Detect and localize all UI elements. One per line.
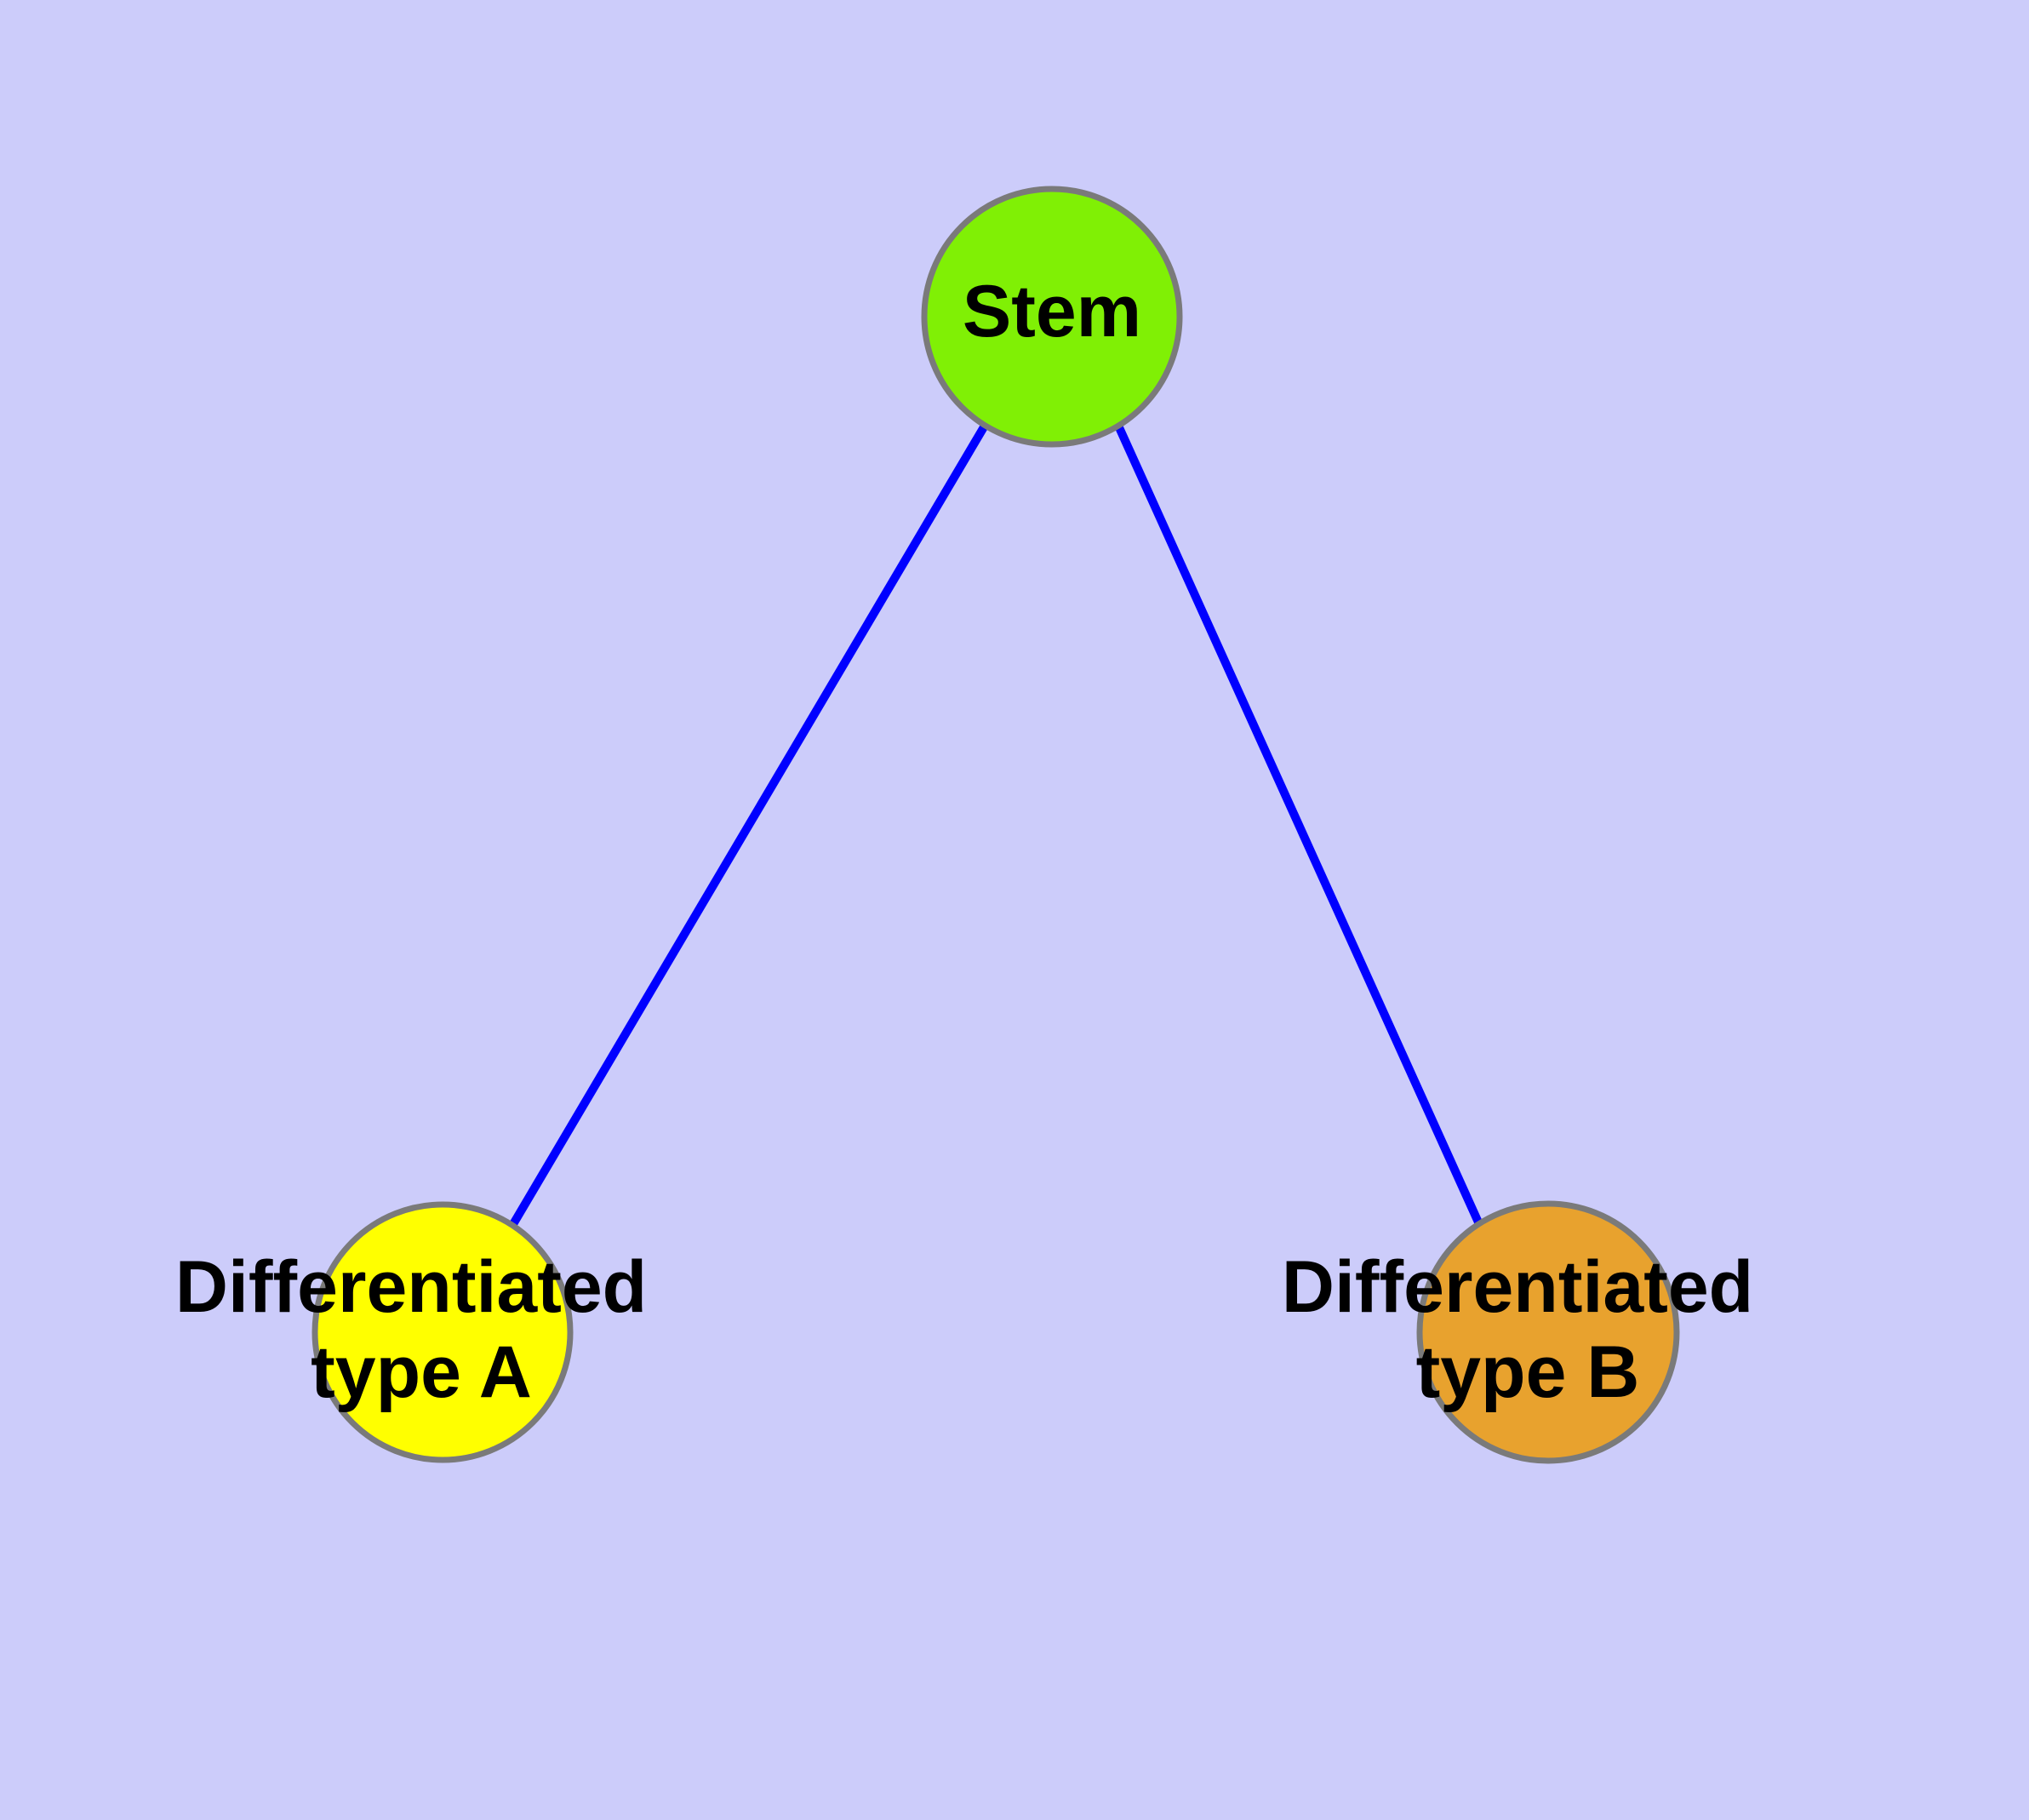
node-label-group: Stem Differentiated type A Differentiate… <box>175 271 1774 1413</box>
node-differentiated-type-b-label: Differentiated type B <box>1282 1246 1774 1413</box>
node-stem-label: Stem <box>963 271 1141 352</box>
node-differentiated-type-a-label-line-1: Differentiated <box>175 1246 647 1328</box>
node-differentiated-type-b-label-line-1: Differentiated <box>1282 1246 1753 1328</box>
node-differentiated-type-b-label-line-2: type B <box>1416 1331 1640 1413</box>
edge-stem-to-differentiated-type-b[interactable] <box>1114 423 1483 1227</box>
node-group <box>311 186 1680 1464</box>
node-differentiated-type-a-label: Differentiated type A <box>175 1246 667 1413</box>
edge-stem-to-differentiated-type-a[interactable] <box>509 423 989 1227</box>
node-stem-label-line-1: Stem <box>963 271 1141 352</box>
node-differentiated-type-b-circle[interactable] <box>1416 1200 1680 1464</box>
node-stem-circle[interactable] <box>921 186 1183 448</box>
node-differentiated-type-a-circle[interactable] <box>311 1201 574 1463</box>
node-differentiated-type-a-label-line-2: type A <box>311 1331 532 1413</box>
edge-group <box>509 423 1483 1227</box>
